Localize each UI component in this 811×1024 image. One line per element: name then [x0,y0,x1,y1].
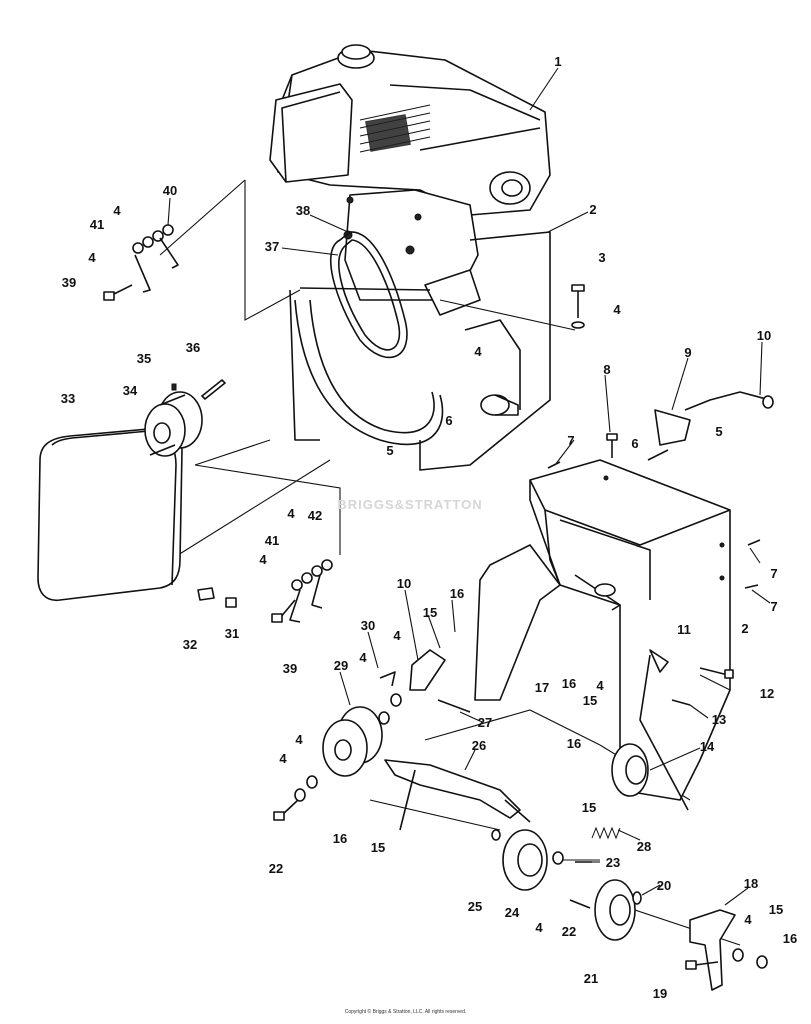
part-label-5: 5 [386,443,393,458]
part-label-26: 26 [472,738,486,753]
part-label-37: 37 [265,239,279,254]
part-label-22: 22 [269,861,283,876]
part-label-2-lower: 2 [741,621,748,636]
part-label-7: 7 [770,566,777,581]
part-label-1: 1 [554,54,561,69]
part-label-7: 7 [567,433,574,448]
pulley-29-drawing [322,706,383,777]
part-label-6: 6 [445,413,452,428]
part-label-10: 10 [757,328,771,343]
part-label-5: 5 [715,424,722,439]
part-labels: 1 2 2 3 4 4 4 4 4 4 4 4 4 4 4 4 4 5 5 6 … [61,54,797,1001]
part-label-13: 13 [712,712,726,727]
part-label-10: 10 [397,576,411,591]
part-label-32: 32 [183,637,197,652]
part-label-33: 33 [61,391,75,406]
part-label-4: 4 [744,912,752,927]
part-label-24: 24 [505,905,520,920]
part-label-39: 39 [62,275,76,290]
part-label-29: 29 [334,658,348,673]
part-label-34: 34 [123,383,138,398]
part-label-4: 4 [359,650,367,665]
part-label-35: 35 [137,351,151,366]
part-label-11: 11 [677,622,691,637]
part-label-4: 4 [287,506,295,521]
part-label-18: 18 [744,876,758,891]
part-label-4: 4 [279,751,287,766]
copyright-notice: Copyright © Briggs & Stratton, LLC. All … [344,1009,467,1015]
part-label-9: 9 [684,345,691,360]
part-label-16: 16 [562,676,576,691]
part-label-4: 4 [596,678,604,693]
part-label-41: 41 [90,217,104,232]
part-label-19: 19 [653,986,667,1001]
part-label-39: 39 [283,661,297,676]
part-label-3: 3 [598,250,605,265]
part-label-4: 4 [295,732,303,747]
bracket-hardware-upper-left [103,224,179,301]
part-label-38: 38 [296,203,310,218]
engine-drawing [269,44,551,359]
part-label-16: 16 [450,586,464,601]
part-label-4: 4 [474,344,482,359]
part-label-8: 8 [603,362,610,377]
part-label-22: 22 [562,924,576,939]
part-label-4: 4 [613,302,621,317]
part-label-14: 14 [700,739,715,754]
part-label-25: 25 [468,899,482,914]
part-label-15: 15 [583,693,597,708]
part-label-15: 15 [371,840,385,855]
bracket-hardware-lower-left [271,559,333,623]
part-label-4: 4 [113,203,121,218]
part-label-12: 12 [760,686,774,701]
part-label-4: 4 [535,920,543,935]
part-label-6: 6 [631,436,638,451]
chassis-drawing [474,459,731,811]
part-label-40: 40 [163,183,177,198]
belt-cover-drawing [37,427,183,602]
part-label-21: 21 [584,971,598,986]
part-label-20: 20 [657,878,671,893]
pulley-34-drawing [144,391,203,457]
part-label-28: 28 [637,839,651,854]
part-label-31: 31 [225,626,239,641]
part-label-42: 42 [308,508,322,523]
part-label-4: 4 [88,250,96,265]
part-label-4: 4 [393,628,401,643]
part-label-4: 4 [259,552,267,567]
part-label-15: 15 [423,605,437,620]
leader-lines [167,67,771,906]
part-label-41: 41 [265,533,279,548]
part-label-7: 7 [770,599,777,614]
part-label-16: 16 [333,831,347,846]
part-label-27: 27 [478,715,492,730]
part-label-15: 15 [582,800,596,815]
part-label-30: 30 [361,618,375,633]
part-label-36: 36 [186,340,200,355]
part-label-23: 23 [606,855,620,870]
part-label-15: 15 [769,902,783,917]
part-label-17: 17 [535,680,549,695]
upper-frame-drawing [289,231,551,471]
part-label-16: 16 [783,931,797,946]
watermark: BRIGGS&STRATTON [337,497,483,512]
part-label-2-upper: 2 [589,202,596,217]
part-label-16: 16 [567,736,581,751]
